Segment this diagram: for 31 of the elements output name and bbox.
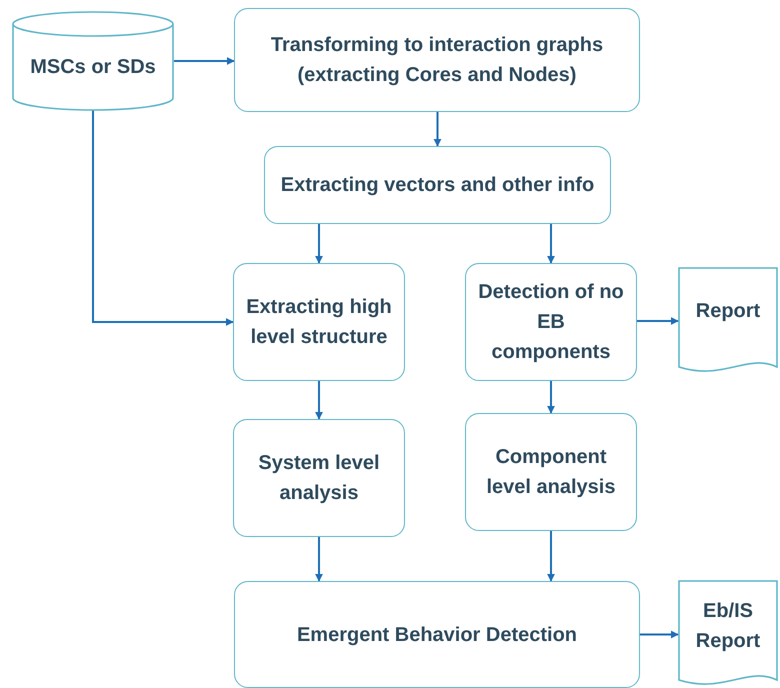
database-cylinder — [12, 12, 174, 110]
arrow — [547, 531, 555, 582]
node-label: System level analysis — [257, 451, 381, 506]
node-label: MSCs or SDs — [30, 55, 156, 80]
arrow — [547, 381, 555, 414]
node-label: Eb/IS Report — [694, 599, 762, 654]
document-shape — [678, 267, 778, 375]
arrow — [92, 110, 234, 326]
node-label: Report — [696, 299, 760, 324]
process-box — [234, 581, 640, 688]
node-label: Detection of no EB components — [477, 280, 625, 365]
arrow — [637, 317, 679, 325]
process-box — [234, 8, 640, 112]
document-shape — [678, 580, 778, 688]
arrow — [547, 224, 555, 264]
process-box — [233, 419, 405, 537]
node-label: Transforming to interaction graphs (extracting Cores and Nodes) — [270, 33, 604, 88]
arrow — [315, 381, 323, 420]
arrow — [640, 630, 679, 638]
node-label: Component level analysis — [486, 445, 616, 500]
process-box — [233, 263, 405, 381]
process-box — [465, 263, 637, 381]
process-box — [465, 413, 637, 531]
arrow — [315, 537, 323, 582]
arrow — [315, 224, 323, 264]
arrow — [434, 112, 442, 147]
arrow — [174, 57, 235, 65]
node-label: Extracting high level structure — [245, 295, 393, 350]
node-label: Extracting vectors and other info — [280, 173, 594, 198]
node-label: Emergent Behavior Detection — [296, 622, 578, 648]
process-box — [264, 146, 611, 224]
